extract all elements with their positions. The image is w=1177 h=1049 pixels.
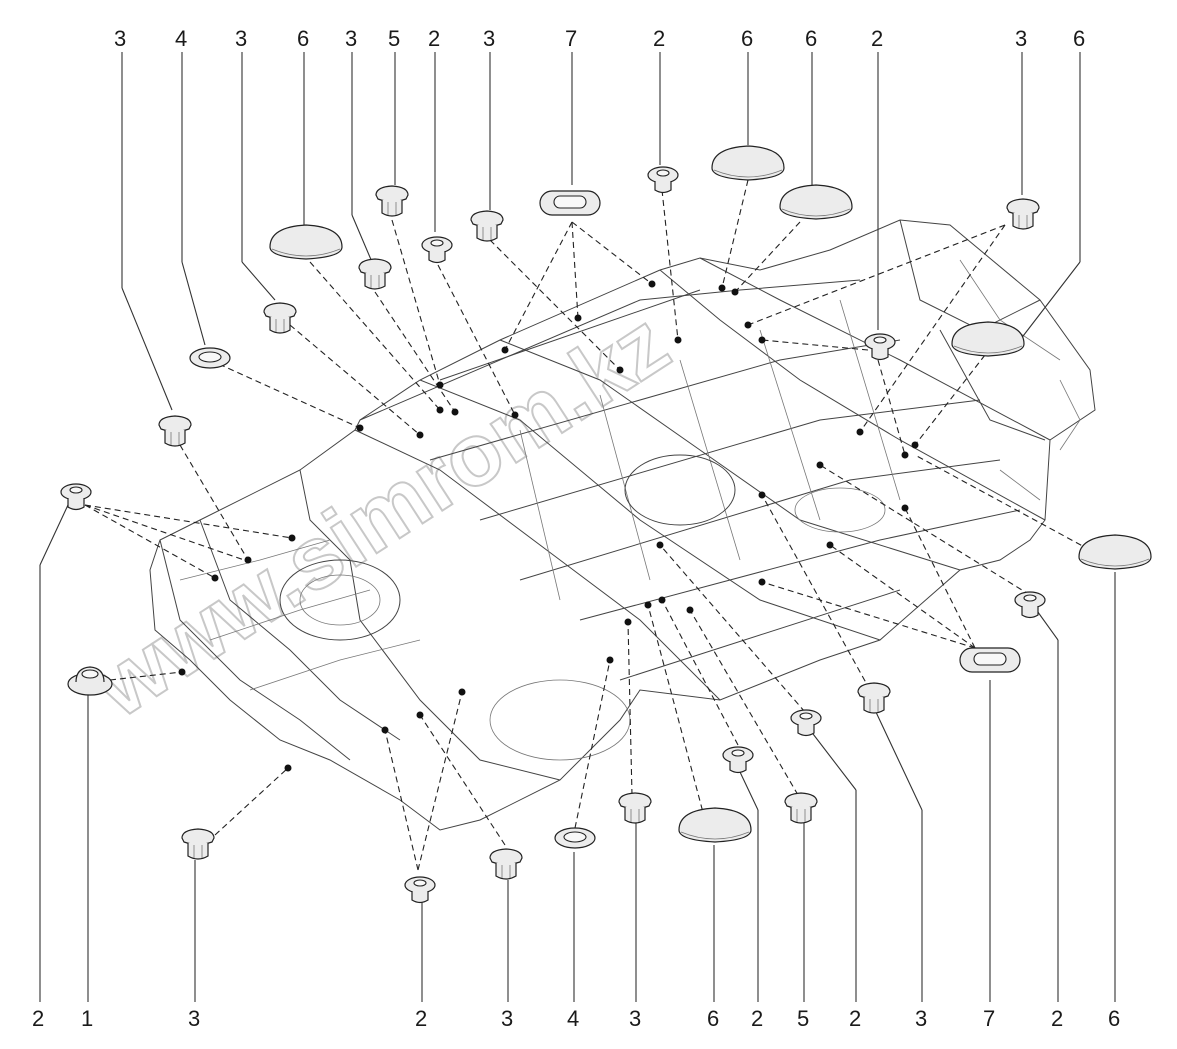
grommet-4-bottom	[554, 827, 596, 849]
callout-top-14: 3	[1015, 26, 1027, 51]
callout-top-10: 2	[653, 26, 665, 51]
callout-top-6: 5	[388, 26, 400, 51]
plug-3-bottom	[489, 848, 523, 880]
watermark-text: www.simrom.kz	[76, 292, 686, 736]
mounting-holes	[178, 280, 919, 772]
callout-top-8: 3	[483, 26, 495, 51]
plug-2-top	[421, 236, 453, 264]
callout-top-4: 6	[297, 26, 309, 51]
callout-bottom-2: 1	[81, 1006, 93, 1031]
plug-6-top-b	[779, 184, 853, 220]
plug-5-bottom	[784, 792, 818, 824]
callout-bottom-15: 6	[1108, 1006, 1120, 1031]
plug-3-left	[263, 302, 297, 334]
callout-top-12: 6	[805, 26, 817, 51]
callout-top-3: 3	[235, 26, 247, 51]
callout-bottom-3: 3	[188, 1006, 200, 1031]
plug-3-bottom-left	[181, 828, 215, 860]
callout-top-9: 7	[565, 26, 577, 51]
callout-top-1: 3	[114, 26, 126, 51]
callout-bottom-6: 4	[567, 1006, 579, 1031]
dashed-connectors	[84, 179, 1091, 871]
callout-bottom-14: 2	[1051, 1006, 1063, 1031]
plug-2-top-right	[647, 166, 679, 194]
leader-lines	[39, 52, 1116, 1002]
callouts-top: 3 4 3 6 3 5 2 3 7 2 6 6 2 3 6	[114, 26, 1085, 51]
callout-bottom-11: 2	[849, 1006, 861, 1031]
callout-bottom-12: 3	[915, 1006, 927, 1031]
plug-2-bottom-right	[790, 709, 822, 737]
callout-bottom-9: 2	[751, 1006, 763, 1031]
underbody-drawing	[149, 219, 1096, 831]
callout-bottom-10: 5	[797, 1006, 809, 1031]
plug-6-top-a	[711, 145, 785, 181]
plug-2-far-right	[1014, 591, 1046, 619]
plug-3-front-right	[1006, 198, 1040, 230]
plug-3-bottom-right	[857, 682, 891, 714]
plug-6-bottom	[678, 807, 752, 843]
callout-top-5: 3	[345, 26, 357, 51]
plug-5-top	[375, 185, 409, 217]
callout-top-15: 6	[1073, 26, 1085, 51]
parts	[60, 145, 1152, 904]
callout-bottom-1: 2	[32, 1006, 44, 1031]
plug-6-far-right	[1078, 534, 1152, 570]
plug-3-bottom-mid	[618, 792, 652, 824]
callout-top-7: 2	[428, 26, 440, 51]
callout-bottom-4: 2	[415, 1006, 427, 1031]
plug-6-left	[269, 224, 343, 260]
callout-top-11: 6	[741, 26, 753, 51]
plug-7-bottom	[959, 647, 1021, 673]
plug-2-bottom-mid	[722, 746, 754, 774]
plug-3-rear-left	[158, 415, 192, 447]
callout-bottom-8: 6	[707, 1006, 719, 1031]
plug-3-top	[470, 210, 504, 242]
callout-top-2: 4	[175, 26, 187, 51]
plug-3-mid	[358, 258, 392, 290]
callout-bottom-13: 7	[983, 1006, 995, 1031]
plug-7-top	[539, 190, 601, 216]
callout-top-13: 2	[871, 26, 883, 51]
callout-bottom-7: 3	[629, 1006, 641, 1031]
callouts-bottom: 2 1 3 2 3 4 3 6 2 5 2 3 7 2 6	[32, 1006, 1120, 1031]
plug-6-right	[951, 321, 1025, 357]
grommet-4-top	[189, 347, 231, 369]
plug-2-bottom	[404, 876, 436, 904]
callout-bottom-5: 3	[501, 1006, 513, 1031]
